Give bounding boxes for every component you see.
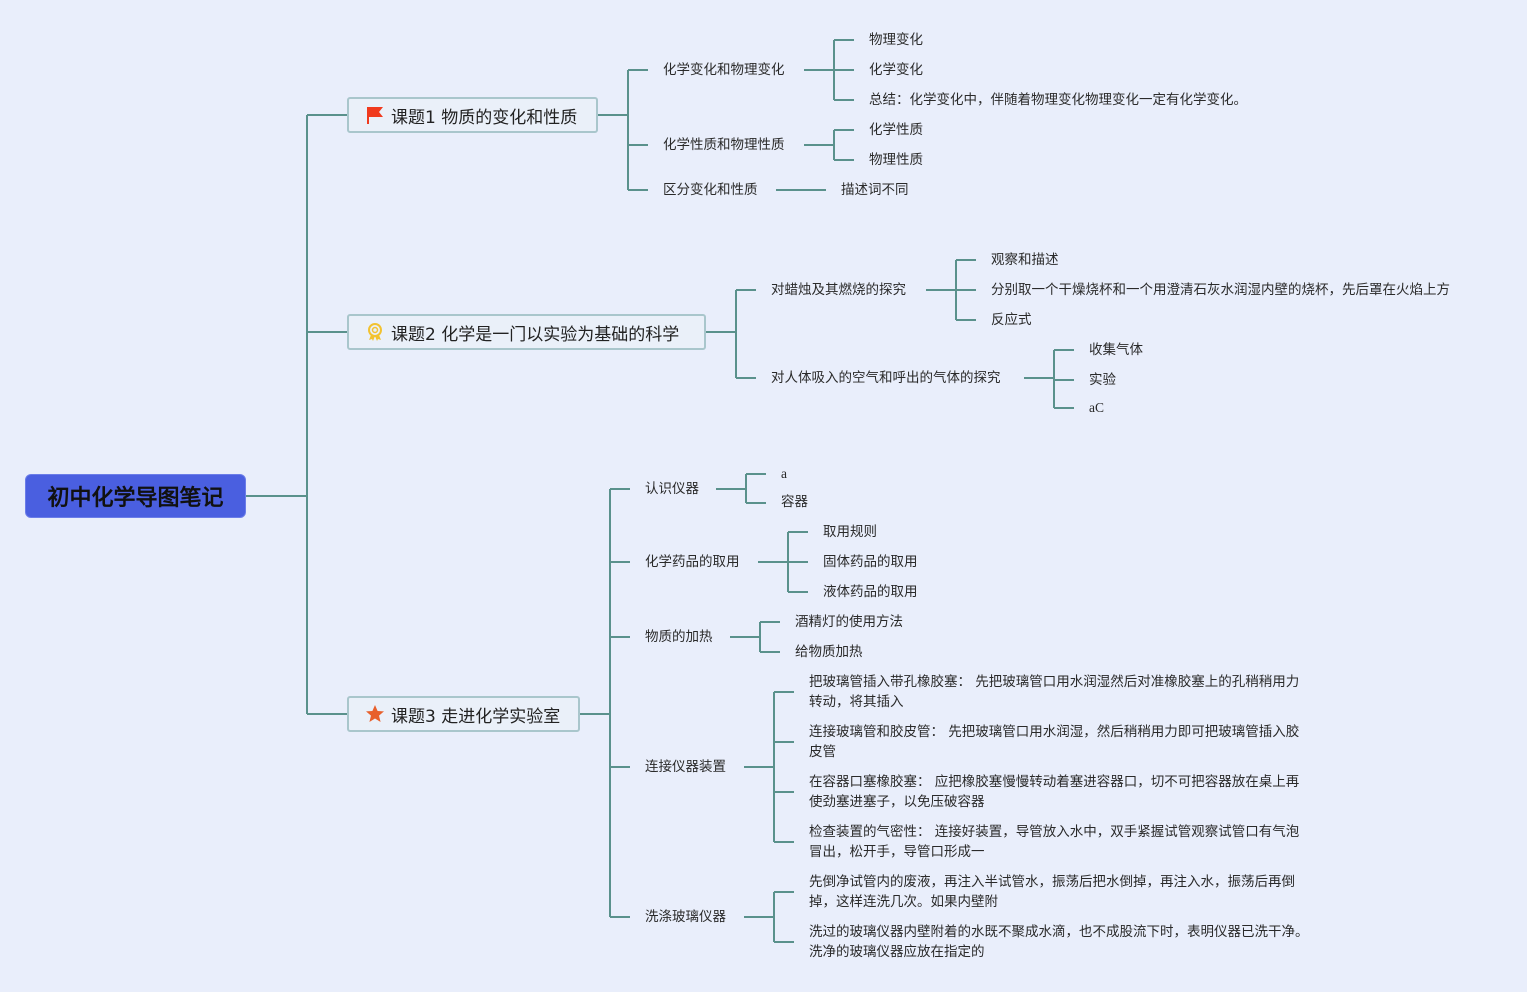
t3-sub5[interactable]: 洗涤玻璃仪器 (645, 909, 726, 925)
topic-2[interactable]: 课题2 化学是一门以实验为基础的科学 (347, 314, 706, 350)
t1-sub2-leaf1[interactable]: 化学性质 (869, 122, 923, 138)
connector-t2-sub2 (1024, 349, 1074, 409)
t3-sub2-leaf1[interactable]: 取用规则 (823, 524, 877, 540)
connector-root (246, 114, 347, 715)
connector-t3-sub3 (730, 621, 780, 653)
t1-sub1-leaf2[interactable]: 化学变化 (869, 62, 923, 78)
connector-t2-sub1 (926, 259, 976, 321)
t3-sub3-leaf1[interactable]: 酒精灯的使用方法 (795, 614, 903, 630)
t3-sub4-leaf2[interactable]: 连接玻璃管和胶皮管： 先把玻璃管口用水润湿，然后稍稍用力即可把玻璃管插入胶皮管 (809, 724, 1300, 760)
t3-sub2[interactable]: 化学药品的取用 (645, 554, 740, 570)
t3-sub4-leaf3[interactable]: 在容器口塞橡胶塞： 应把橡胶塞慢慢转动着塞进容器口，切不可把容器放在桌上再使劲塞… (809, 774, 1300, 810)
t3-sub2-leaf3[interactable]: 液体药品的取用 (823, 584, 918, 600)
t2-sub1-leaf2[interactable]: 分别取一个干燥烧杯和一个用澄清石灰水润湿内壁的烧杯，先后罩在火焰上方 (991, 282, 1450, 298)
topic-1-label: 课题1 物质的变化和性质 (391, 107, 578, 128)
t3-sub1[interactable]: 认识仪器 (645, 481, 699, 497)
t3-sub3[interactable]: 物质的加热 (645, 629, 713, 645)
t3-sub5-leaf2[interactable]: 洗过的玻璃仪器内壁附着的水既不聚成水滴，也不成股流下时，表明仪器已洗干净。洗净的… (809, 924, 1309, 960)
connector-topic2 (706, 289, 756, 379)
t1-sub1-leaf1[interactable]: 物理变化 (869, 32, 923, 48)
connector-t3-sub5 (744, 891, 794, 943)
flag-icon (365, 105, 385, 125)
connector-t1-sub1 (804, 39, 854, 101)
t3-sub3-leaf2[interactable]: 给物质加热 (795, 644, 863, 660)
root-node[interactable]: 初中化学导图笔记 (25, 474, 246, 518)
t3-sub1-leaf2[interactable]: 容器 (781, 494, 808, 510)
connector-t1-sub2 (804, 129, 854, 161)
t3-sub4[interactable]: 连接仪器装置 (645, 759, 726, 775)
connector-t3-sub4 (744, 691, 794, 843)
connector-t3-sub2 (758, 531, 808, 593)
t3-sub5-leaf1[interactable]: 先倒净试管内的废液，再注入半试管水，振荡后把水倒掉，再注入水，振荡后再倒掉，这样… (809, 874, 1295, 910)
t2-sub2-leaf2[interactable]: 实验 (1089, 372, 1116, 388)
t1-sub1[interactable]: 化学变化和物理变化 (663, 62, 785, 78)
t3-sub4-leaf1[interactable]: 把玻璃管插入带孔橡胶塞： 先把玻璃管口用水润湿然后对准橡胶塞上的孔稍稍用力转动，… (809, 674, 1300, 710)
t2-sub2[interactable]: 对人体吸入的空气和呼出的气体的探究 (771, 370, 1001, 386)
topic-1[interactable]: 课题1 物质的变化和性质 (347, 97, 598, 133)
topic-3[interactable]: 课题3 走进化学实验室 (347, 696, 580, 732)
topic-2-label: 课题2 化学是一门以实验为基础的科学 (391, 324, 680, 345)
t3-sub4-leaf4[interactable]: 检查装置的气密性： 连接好装置，导管放入水中，双手紧握试管观察试管口有气泡冒出，… (809, 824, 1300, 860)
t1-sub1-leaf3[interactable]: 总结：化学变化中，伴随着物理变化物理变化一定有化学变化。 (869, 92, 1247, 108)
root-label: 初中化学导图笔记 (47, 486, 224, 511)
t2-sub1-leaf3[interactable]: 反应式 (991, 312, 1032, 328)
award-badge-icon (365, 322, 385, 342)
t2-sub1-leaf1[interactable]: 观察和描述 (991, 252, 1059, 268)
connector-t3-sub1 (716, 473, 766, 504)
star-icon (365, 704, 385, 724)
t1-sub2[interactable]: 化学性质和物理性质 (663, 137, 785, 153)
connector-topic1 (598, 69, 648, 191)
t2-sub2-leaf3[interactable]: aC (1089, 400, 1104, 415)
t3-sub2-leaf2[interactable]: 固体药品的取用 (823, 554, 918, 570)
t1-sub2-leaf2[interactable]: 物理性质 (869, 152, 923, 168)
t1-sub3-leaf1[interactable]: 描述词不同 (841, 182, 909, 198)
t1-sub3[interactable]: 区分变化和性质 (663, 182, 758, 198)
t2-sub1[interactable]: 对蜡烛及其燃烧的探究 (771, 282, 906, 298)
connector-topic3 (580, 488, 630, 918)
t3-sub1-leaf1[interactable]: a (781, 466, 787, 481)
topic-3-label: 课题3 走进化学实验室 (391, 706, 561, 727)
t2-sub2-leaf1[interactable]: 收集气体 (1089, 342, 1143, 358)
